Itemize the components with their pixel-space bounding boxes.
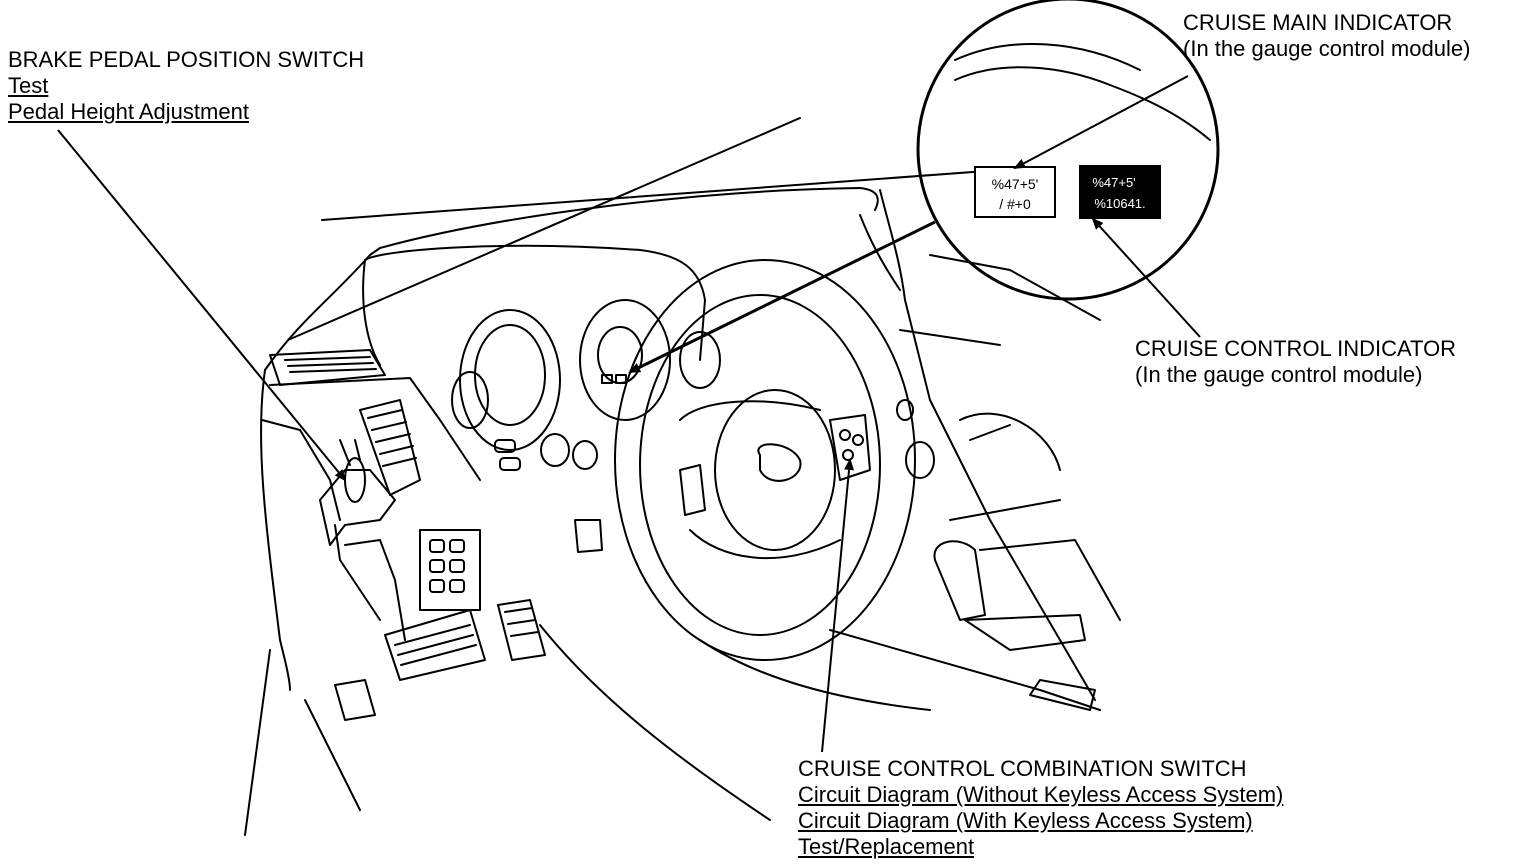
lower-switch-panel: [419, 529, 481, 611]
magnifier-circle: [916, 0, 1220, 301]
steering-wheel-inner: [639, 294, 881, 636]
circuit-diagram-with-keyless-link[interactable]: Circuit Diagram (With Keyless Access Sys…: [798, 808, 1253, 833]
brake-pedal: [384, 609, 486, 681]
leader-combination-switch: [821, 458, 855, 753]
steering-wheel-outer: [614, 259, 916, 661]
cruise-main-indicator-text1: %47+5': [992, 176, 1039, 192]
leader-magnifier: [628, 220, 936, 374]
brake-switch-bracket: [319, 469, 396, 546]
cruise-control-callout: CRUISE CONTROL INDICATOR (In the gauge c…: [1135, 336, 1456, 388]
windshield-line: [287, 117, 801, 341]
cruise-control-title: CRUISE CONTROL INDICATOR: [1135, 336, 1457, 361]
leader-brake-switch: [57, 129, 347, 482]
steering-hub: [714, 389, 836, 551]
combination-switch-callout: CRUISE CONTROL COMBINATION SWITCH Circui…: [798, 756, 1283, 860]
cruise-control-indicator-text2: %10641.: [1094, 196, 1145, 211]
leader-cruise-main: [1013, 75, 1189, 169]
left-vent: [269, 349, 386, 386]
accelerator-pedal: [497, 599, 546, 661]
gear-shifter: [933, 540, 986, 621]
brake-switch-body: [344, 457, 366, 503]
meter-hood: [364, 244, 706, 301]
brake-switch-title: BRAKE PEDAL POSITION SWITCH: [8, 47, 365, 72]
tachometer: [459, 309, 561, 451]
test-replacement-link[interactable]: Test/Replacement: [798, 834, 975, 859]
cruise-control-indicator-box: [1079, 165, 1161, 219]
brake-switch-test-link[interactable]: Test: [8, 73, 49, 98]
windshield-line: [321, 169, 1001, 221]
speedometer: [579, 299, 671, 421]
dash-top: [264, 187, 879, 371]
circuit-diagram-without-keyless-link[interactable]: Circuit Diagram (Without Keyless Access …: [798, 782, 1284, 807]
cruise-switch-pod: [829, 414, 871, 481]
cruise-control-indicator-text1: %47+5': [1092, 175, 1135, 190]
center-vent-left: [359, 399, 421, 496]
leader-cruise-control: [1091, 217, 1201, 338]
cruise-main-indicator-text2: / #+0: [999, 196, 1031, 212]
brake-switch-adjustment-link[interactable]: Pedal Height Adjustment: [8, 99, 249, 124]
cruise-main-title: CRUISE MAIN INDICATOR: [1183, 10, 1453, 35]
brake-switch-callout: BRAKE PEDAL POSITION SWITCH Test Pedal H…: [8, 47, 364, 125]
cruise-main-callout: CRUISE MAIN INDICATOR (In the gauge cont…: [1183, 10, 1470, 62]
cruise-control-subtitle: (In the gauge control module): [1135, 362, 1423, 387]
cruise-main-subtitle: (In the gauge control module): [1183, 36, 1471, 61]
combination-switch-title: CRUISE CONTROL COMBINATION SWITCH: [798, 756, 1247, 781]
